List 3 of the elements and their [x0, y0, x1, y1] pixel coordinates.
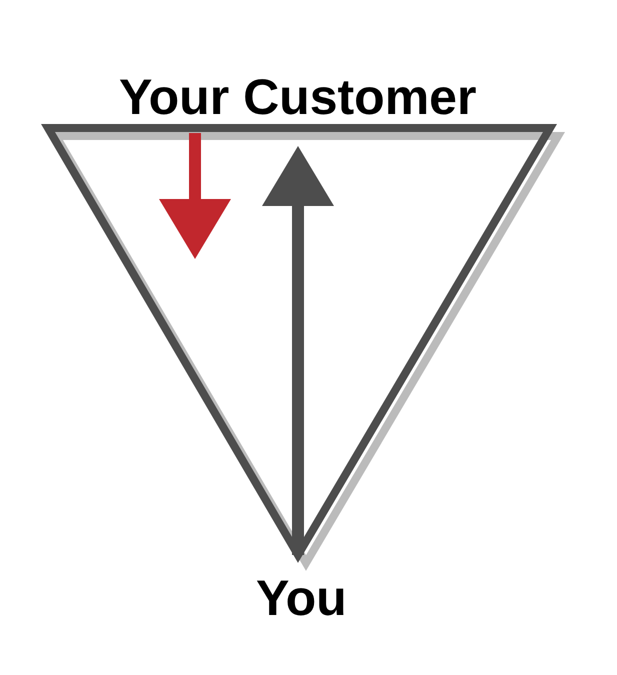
- heading-label: Your Customer: [119, 72, 476, 122]
- arrow: [159, 133, 231, 259]
- bottom-label: You: [256, 573, 347, 623]
